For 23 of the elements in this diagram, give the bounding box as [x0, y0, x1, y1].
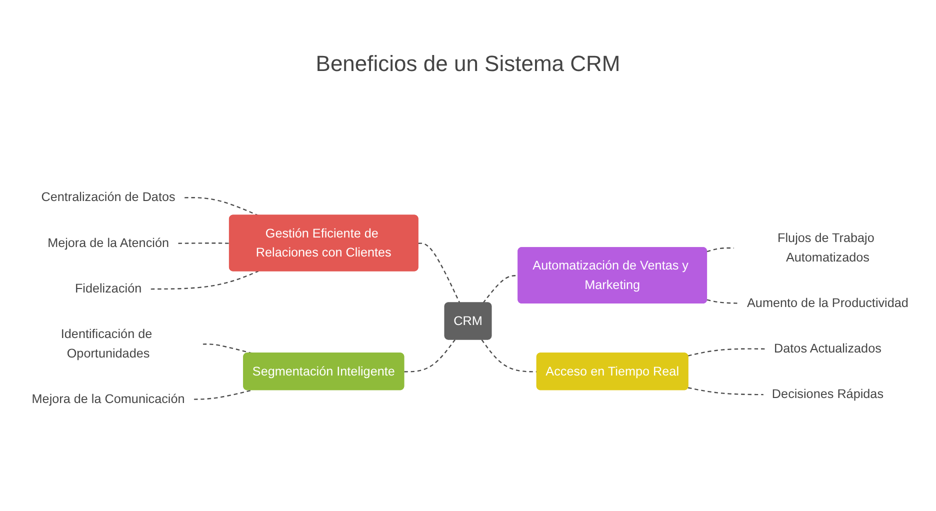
- connector: [481, 339, 538, 372]
- connector: [194, 389, 252, 400]
- node-text: Centralización de Datos: [41, 190, 176, 204]
- connector: [404, 339, 456, 372]
- node-text: Datos Actualizados: [774, 341, 882, 356]
- node-text: Aumento de la Productividad: [747, 295, 908, 310]
- connector: [150, 270, 259, 290]
- title: Beneficios de un Sistema CRM: [316, 50, 620, 78]
- node-text: Flujos de Trabajo Automatizados: [778, 230, 874, 264]
- connector: [202, 343, 252, 354]
- node-text: Mejora de la Atención: [48, 236, 169, 250]
- connector: [178, 242, 230, 244]
- node-text: Decisiones Rápidas: [772, 386, 884, 401]
- connector: [688, 387, 764, 396]
- connector: [482, 274, 518, 304]
- node-text: Fidelización: [74, 281, 142, 296]
- connector: [706, 247, 734, 252]
- connector: [184, 196, 259, 216]
- connector: [706, 299, 738, 304]
- connector: [688, 348, 766, 356]
- node-text: Mejora de la Comunicación: [32, 392, 185, 406]
- connector: [418, 242, 460, 304]
- node-text: Identificación de Oportunidades: [60, 326, 152, 360]
